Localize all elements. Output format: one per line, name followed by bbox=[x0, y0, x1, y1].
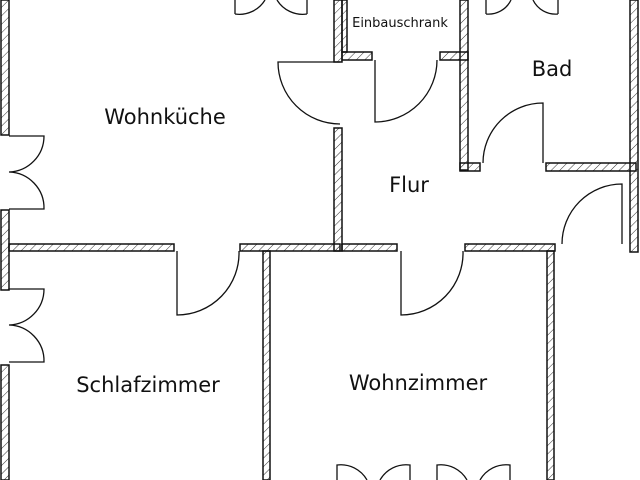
wall-closet-bottom-b bbox=[439, 51, 469, 61]
room-label-schlafzimmer: Schlafzimmer bbox=[76, 373, 220, 397]
door-entrance bbox=[561, 183, 623, 245]
wall-left-lower bbox=[0, 364, 10, 480]
door-livingroom bbox=[400, 250, 464, 316]
room-label-wohnkueche: Wohnküche bbox=[104, 105, 226, 129]
wall-closet-right bbox=[459, 0, 469, 171]
room-label-einbauschrank: Einbauschrank bbox=[352, 16, 448, 31]
wall-kitchen-right-upper bbox=[333, 0, 343, 63]
window-bedroom-left bbox=[8, 288, 45, 363]
window-kitchen-left bbox=[8, 135, 45, 210]
wall-hall-bottom-b bbox=[464, 243, 556, 252]
wall-kitchen-bottom-a bbox=[8, 243, 175, 252]
wall-bedroom-right bbox=[262, 250, 271, 480]
doors bbox=[8, 0, 623, 480]
door-bedroom bbox=[176, 250, 240, 316]
room-label-flur: Flur bbox=[389, 173, 429, 197]
window-bath-top bbox=[485, 0, 559, 15]
room-label-bad: Bad bbox=[532, 57, 573, 81]
room-label-wohnzimmer: Wohnzimmer bbox=[349, 371, 488, 395]
wall-bath-bottom-b bbox=[545, 162, 637, 172]
door-bath bbox=[482, 102, 544, 164]
wall-kitchen-right-lower bbox=[333, 127, 343, 252]
door-closet bbox=[374, 59, 438, 123]
wall-right-outer bbox=[629, 0, 639, 253]
wall-livingroom-right bbox=[546, 250, 555, 480]
door-kitchen-hall bbox=[277, 61, 341, 125]
wall-left-middle bbox=[0, 209, 10, 291]
wall-kitchen-bottom-b bbox=[239, 243, 341, 252]
wall-left-upper bbox=[0, 0, 10, 136]
wall-closet-left bbox=[341, 0, 348, 53]
wall-bath-bottom-a bbox=[459, 162, 481, 172]
wall-hall-bottom-a bbox=[341, 243, 398, 252]
window-kitchen-top bbox=[234, 0, 308, 15]
window-livingroom-bottom-b bbox=[436, 464, 511, 480]
wall-closet-bottom-a bbox=[341, 51, 373, 61]
window-livingroom-bottom-a bbox=[336, 464, 411, 480]
